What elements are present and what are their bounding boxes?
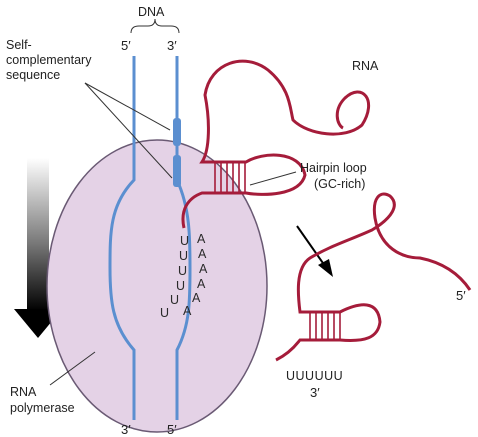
- released-hairpin-rungs: [309, 312, 341, 340]
- dna-base-a: A: [198, 247, 207, 261]
- released-five-prime-label: 5′: [456, 288, 466, 303]
- dna-base-a: A: [199, 262, 208, 276]
- released-rna-strand: [275, 192, 472, 362]
- rna-label: RNA: [352, 59, 379, 73]
- rna-base-u: U: [179, 249, 188, 263]
- self-comp-pointer-upper: [84, 82, 171, 131]
- released-u-tail-label: UUUUUU: [286, 369, 343, 383]
- dna-five-prime-top: 5′: [121, 38, 131, 53]
- dna-five-prime-bottom: 5′: [167, 422, 177, 437]
- self-complementary-label-line1: Self-: [6, 38, 32, 52]
- dna-coding-strand: [175, 56, 192, 420]
- rna-base-u: U: [176, 279, 185, 293]
- dna-label: DNA: [138, 5, 165, 19]
- dna-base-a: A: [197, 277, 206, 291]
- self-complementary-block-upper: [173, 118, 181, 146]
- rna-base-u: U: [180, 234, 189, 248]
- dna-three-prime-top: 3′: [167, 38, 177, 53]
- polymerase-pointer: [49, 351, 96, 386]
- released-three-prime-label: 3′: [310, 385, 320, 400]
- self-complementary-label-line2: complementary: [6, 53, 92, 67]
- dna-bracket: [130, 18, 180, 34]
- hairpin-stem-rungs: [214, 162, 246, 193]
- hairpin-label-line1: Hairpin loop: [300, 161, 367, 175]
- self-complementary-label-line3: sequence: [6, 68, 60, 82]
- hairpin-pointer: [249, 171, 297, 186]
- nascent-rna-strand: [181, 59, 370, 229]
- release-arrow: [296, 225, 333, 277]
- rna-base-u: U: [178, 264, 187, 278]
- dna-base-a: A: [183, 304, 192, 318]
- rna-polymerase-body: [46, 139, 268, 433]
- self-complementary-block-lower: [173, 155, 181, 187]
- polymerase-label-line2: polymerase: [10, 401, 75, 415]
- dna-three-prime-bottom: 3′: [121, 422, 131, 437]
- polymerase-label-line1: RNA: [10, 385, 37, 399]
- rna-base-u: U: [170, 293, 179, 307]
- self-comp-pointer-lower: [84, 82, 173, 179]
- dna-base-a: A: [192, 291, 201, 305]
- hairpin-label-line2: (GC-rich): [314, 177, 365, 191]
- dna-template-strand: [108, 56, 136, 420]
- dna-base-a: A: [197, 232, 206, 246]
- rna-base-u: U: [160, 306, 169, 320]
